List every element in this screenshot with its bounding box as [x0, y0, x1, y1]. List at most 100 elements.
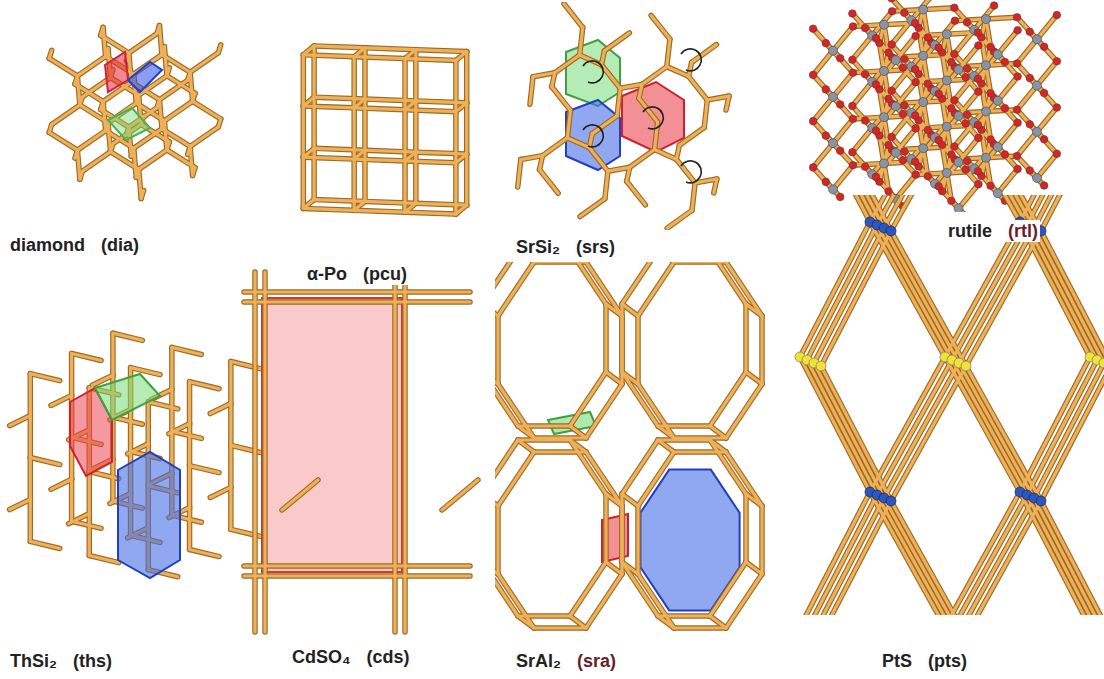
- rod-core: [807, 225, 877, 360]
- rod-core: [543, 138, 568, 156]
- o-atom: [888, 133, 896, 141]
- rotation-arrow: [583, 61, 603, 83]
- rod-core: [760, 316, 763, 384]
- rod-core: [164, 121, 166, 150]
- ths-net: [10, 333, 261, 578]
- o-atom: [836, 193, 844, 201]
- rod-core: [552, 87, 571, 111]
- rod-edge: [966, 366, 1041, 501]
- rod-edge: [555, 55, 580, 73]
- rod-edge: [139, 169, 141, 198]
- structure-name: α-Po: [305, 263, 349, 285]
- rod-core: [52, 105, 80, 124]
- o-atom: [924, 34, 932, 42]
- rod-core: [263, 272, 266, 632]
- ti-atom: [954, 158, 963, 167]
- o-atom: [888, 87, 896, 95]
- rod-core: [190, 53, 218, 72]
- rod-edge: [567, 138, 589, 148]
- o-atom: [975, 134, 983, 142]
- rod-edge: [580, 199, 605, 217]
- rod-edge: [416, 152, 467, 154]
- rod-core: [188, 382, 191, 424]
- rod: [518, 4, 729, 228]
- o-atom: [987, 89, 995, 97]
- rod-edge: [244, 563, 470, 569]
- rod-edge: [354, 108, 405, 110]
- rod-edge: [244, 573, 470, 579]
- rod-core: [365, 99, 416, 101]
- rod-edge: [416, 101, 467, 103]
- rod-core: [103, 27, 105, 56]
- rod-outline: [303, 46, 466, 214]
- rod-edge: [689, 62, 692, 76]
- o-atom: [924, 126, 932, 134]
- ti-atom: [880, 113, 889, 122]
- o-atom: [987, 182, 995, 190]
- rod-core: [88, 472, 91, 514]
- rod-core: [302, 157, 305, 208]
- rod-edge: [642, 67, 667, 85]
- rod-core: [496, 316, 499, 384]
- rod-core: [495, 304, 498, 316]
- rod-core: [821, 366, 891, 501]
- rod-edge: [354, 210, 405, 212]
- rod-edge: [113, 333, 142, 340]
- rod-core: [1041, 195, 1104, 231]
- ti-atom: [993, 189, 1002, 198]
- rod-core: [952, 495, 1027, 615]
- o-atom: [822, 39, 830, 47]
- rod-edge: [51, 479, 72, 489]
- pcu-net: [303, 46, 466, 214]
- rotation-arrow: [643, 107, 663, 129]
- rod-core: [29, 374, 32, 416]
- rod-core: [655, 122, 658, 150]
- rod-edge: [658, 440, 674, 452]
- rod-edge: [495, 506, 501, 574]
- rutile-net: [809, 0, 1060, 212]
- ti-atom: [942, 30, 951, 39]
- rod-edge: [540, 170, 559, 194]
- rod-core: [495, 372, 498, 384]
- o-atom: [1001, 58, 1009, 66]
- rod-edge: [49, 132, 77, 150]
- rod-core: [303, 157, 354, 159]
- rod-edge: [172, 431, 201, 438]
- rod-core: [1034, 363, 1104, 498]
- o-atom: [861, 70, 869, 78]
- o-atom: [963, 111, 971, 119]
- rod-edge: [103, 102, 105, 131]
- pt-atom: [886, 226, 896, 236]
- rod-edge: [69, 353, 75, 395]
- rod-core: [159, 100, 161, 129]
- rod-edge: [442, 480, 478, 510]
- rod-core: [580, 199, 605, 217]
- rod-core: [190, 549, 219, 556]
- rod-edge: [108, 123, 110, 152]
- rod-core: [692, 183, 695, 211]
- o-atom: [888, 0, 896, 2]
- rod-edge: [314, 46, 365, 48]
- overlay: [809, 0, 1060, 212]
- rod-core: [726, 574, 762, 628]
- rod-core: [877, 225, 952, 360]
- o-atom: [809, 117, 817, 125]
- rod-core: [814, 363, 884, 498]
- rod-core: [303, 55, 354, 57]
- rod-edge: [1041, 501, 1104, 615]
- rod-core: [620, 304, 623, 372]
- rod-edge: [692, 45, 717, 63]
- rod-core: [608, 167, 630, 171]
- rod-core: [454, 112, 457, 163]
- ti-atom: [993, 50, 1002, 59]
- o-atom: [1014, 26, 1022, 34]
- rod-core: [642, 67, 667, 85]
- rod-outline: [49, 26, 221, 199]
- rod-core: [111, 152, 139, 170]
- rod-edge: [30, 541, 59, 548]
- rod-edge: [314, 200, 365, 202]
- ti-atom: [954, 111, 963, 120]
- rod-core: [726, 96, 729, 110]
- rod-core: [606, 372, 622, 384]
- rod-core: [704, 100, 707, 128]
